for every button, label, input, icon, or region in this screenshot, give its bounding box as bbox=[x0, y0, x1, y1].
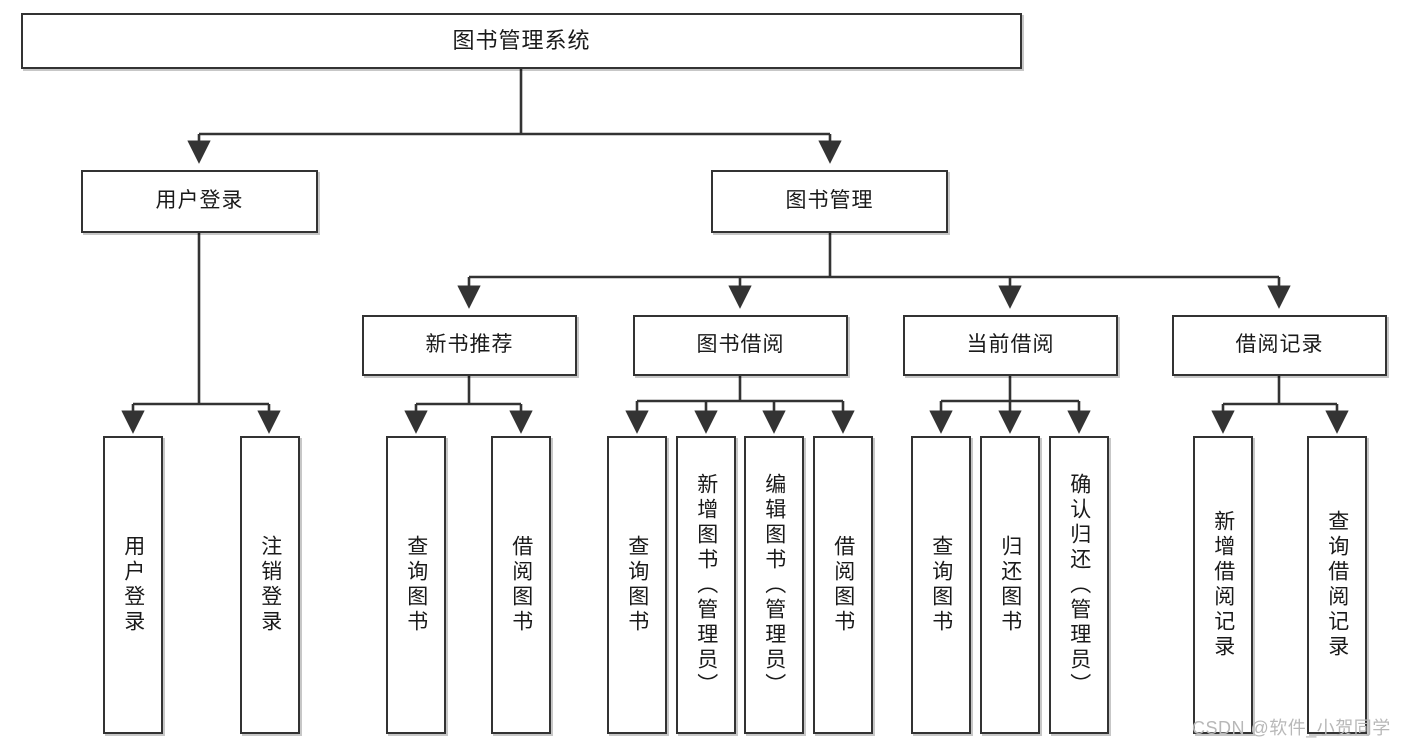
node-leaf-query-book-3[interactable]: 查询图书 bbox=[911, 436, 971, 734]
node-leaf-logout-login[interactable]: 注销登录 bbox=[240, 436, 300, 734]
node-leaf-return-book[interactable]: 归还图书 bbox=[980, 436, 1040, 734]
node-root-system[interactable]: 图书管理系统 bbox=[21, 13, 1022, 69]
node-leaf-query-book-2[interactable]: 查询图书 bbox=[607, 436, 667, 734]
node-label: 查询图书 bbox=[404, 535, 428, 635]
node-book-borrow[interactable]: 图书借阅 bbox=[633, 315, 848, 376]
node-label: 借阅记录 bbox=[1235, 333, 1324, 357]
node-label: 新增图书（管理员） bbox=[694, 472, 718, 698]
node-leaf-add-record[interactable]: 新增借阅记录 bbox=[1193, 436, 1253, 734]
node-leaf-add-book[interactable]: 新增图书（管理员） bbox=[676, 436, 736, 734]
node-leaf-confirm-return[interactable]: 确认归还（管理员） bbox=[1049, 436, 1109, 734]
node-borrow-record[interactable]: 借阅记录 bbox=[1172, 315, 1387, 376]
node-label: 查询图书 bbox=[625, 535, 649, 635]
node-leaf-borrow-book-2[interactable]: 借阅图书 bbox=[813, 436, 873, 734]
node-current-borrow[interactable]: 当前借阅 bbox=[903, 315, 1118, 376]
node-leaf-edit-book[interactable]: 编辑图书（管理员） bbox=[744, 436, 804, 734]
node-user-login[interactable]: 用户登录 bbox=[81, 170, 318, 233]
node-label: 借阅图书 bbox=[831, 535, 855, 635]
node-label: 编辑图书（管理员） bbox=[762, 472, 786, 698]
node-leaf-query-book-1[interactable]: 查询图书 bbox=[386, 436, 446, 734]
node-leaf-borrow-book-1[interactable]: 借阅图书 bbox=[491, 436, 551, 734]
node-label: 归还图书 bbox=[998, 535, 1022, 635]
node-leaf-query-record[interactable]: 查询借阅记录 bbox=[1307, 436, 1367, 734]
node-label: 图书管理 bbox=[785, 189, 874, 213]
node-label: 图书借阅 bbox=[696, 333, 785, 357]
node-label: 用户登录 bbox=[121, 535, 145, 635]
node-label: 注销登录 bbox=[258, 535, 282, 635]
node-label: 用户登录 bbox=[155, 189, 244, 213]
node-label: 查询借阅记录 bbox=[1325, 510, 1349, 660]
node-book-manage[interactable]: 图书管理 bbox=[711, 170, 948, 233]
node-label: 查询图书 bbox=[929, 535, 953, 635]
node-new-book-recommend[interactable]: 新书推荐 bbox=[362, 315, 577, 376]
node-label: 借阅图书 bbox=[509, 535, 533, 635]
node-label: 图书管理系统 bbox=[452, 28, 591, 54]
watermark-text: CSDN @软件_小贺同学 bbox=[1192, 718, 1391, 738]
node-leaf-user-login[interactable]: 用户登录 bbox=[103, 436, 163, 734]
node-label: 确认归还（管理员） bbox=[1067, 472, 1091, 698]
node-label: 新增借阅记录 bbox=[1211, 510, 1235, 660]
node-label: 新书推荐 bbox=[425, 333, 514, 357]
node-label: 当前借阅 bbox=[966, 333, 1055, 357]
